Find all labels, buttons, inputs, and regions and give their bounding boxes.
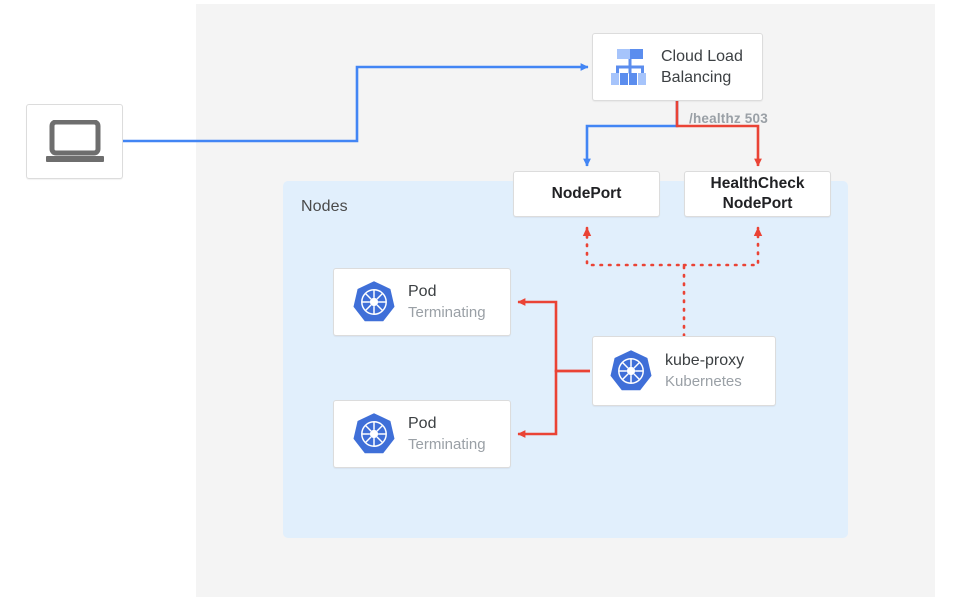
pod-status-2: Terminating [408,436,486,453]
kubernetes-icon [610,350,652,391]
healthz-503-label: /healthz 503 [689,111,768,126]
kubernetes-icon [353,281,395,322]
cloud-load-balancing-label-line1: Cloud Load [661,48,743,65]
kube-proxy-subtitle: Kubernetes [665,373,742,390]
client-node[interactable] [26,104,123,179]
nodeport-node[interactable]: NodePort [513,171,660,217]
cloud-load-balancing-icon [611,49,646,85]
cloud-load-balancing-label-line2: Balancing [661,69,732,86]
healthcheck-nodeport-label-line2: NodePort [722,195,793,212]
kube-proxy-name: kube-proxy [665,352,745,369]
pod-name-1: Pod [408,283,437,300]
kubernetes-icon [353,413,395,454]
pod-status-1: Terminating [408,304,486,321]
pod-node-1[interactable]: Pod Terminating [333,268,511,336]
healthcheck-nodeport-label-line1: HealthCheck [710,175,805,192]
laptop-icon [45,119,104,162]
nodes-panel-label: Nodes [301,198,348,215]
cloud-load-balancing-node[interactable]: Cloud Load Balancing [592,33,763,101]
kube-proxy-node[interactable]: kube-proxy Kubernetes [592,336,776,406]
pod-node-2[interactable]: Pod Terminating [333,400,511,468]
nodeport-label: NodePort [551,185,622,202]
pod-name-2: Pod [408,415,437,432]
healthcheck-nodeport-node[interactable]: HealthCheck NodePort [684,171,831,217]
